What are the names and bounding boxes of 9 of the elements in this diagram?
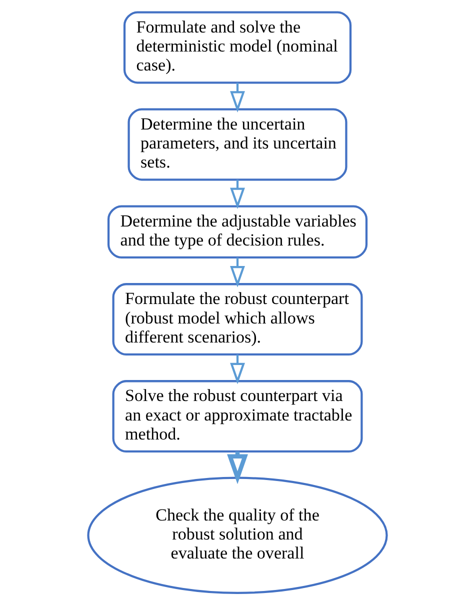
arrow <box>230 354 244 384</box>
node-box: Solve the robust counterpart via an exact or approximate tractable method. <box>112 380 362 453</box>
node-box: Determine the adjustable variables and the type of decision rules. <box>106 205 368 259</box>
node-ellipse: Check the quality of the robust solution and evaluate the overall <box>86 476 388 594</box>
node-box: Formulate and solve the deterministic model (nominal case). <box>122 11 352 84</box>
node-box: Determine the uncertain parameters, and its uncertain sets. <box>127 108 347 181</box>
arrow <box>230 258 244 288</box>
node-box: Formulate the robust counterpart (robust model which allows different scenarios). <box>112 283 362 356</box>
arrow <box>230 82 244 112</box>
